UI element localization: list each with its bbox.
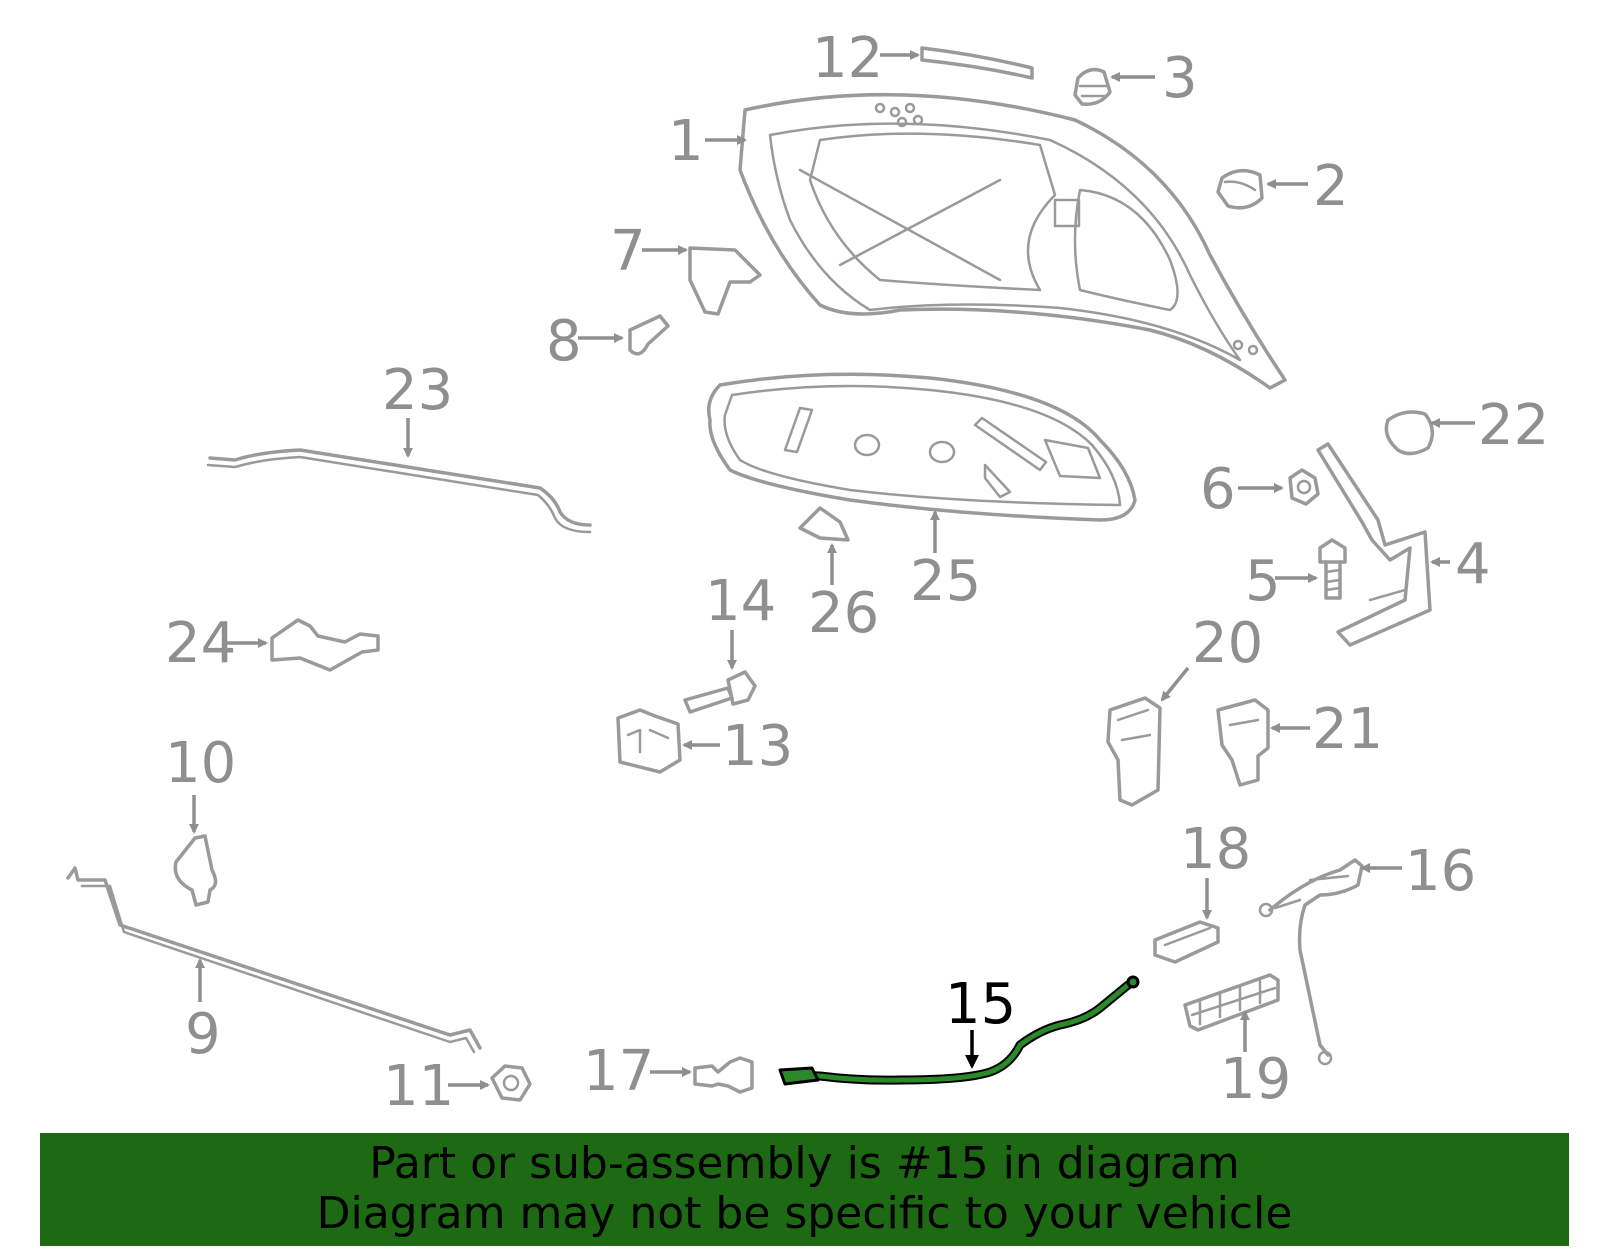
callout-label: 7 bbox=[610, 219, 646, 284]
callout-label: 6 bbox=[1200, 457, 1236, 522]
part-3-clip bbox=[1073, 67, 1112, 106]
part-9-prop-rod bbox=[66, 866, 482, 1054]
callout-label: 21 bbox=[1312, 697, 1383, 762]
part-15-release-cable bbox=[778, 975, 1140, 1086]
part-12-strip bbox=[920, 46, 1034, 80]
part-24-bracket bbox=[270, 618, 380, 672]
callout-label: 3 bbox=[1162, 46, 1198, 111]
callout-17: 17 bbox=[583, 1039, 692, 1104]
part-2-bumper bbox=[1216, 168, 1264, 210]
callout-label: 10 bbox=[165, 731, 236, 796]
callout-20: 20 bbox=[1160, 611, 1263, 702]
callout-1: 1 bbox=[668, 109, 747, 174]
callout-label: 19 bbox=[1220, 1047, 1291, 1112]
info-banner: Part or sub-assembly is #15 in diagram D… bbox=[40, 1133, 1569, 1246]
part-4-hinge bbox=[1316, 442, 1432, 647]
part-8-push-pin bbox=[628, 314, 670, 356]
callout-19: 19 bbox=[1220, 1010, 1291, 1112]
callout-6: 6 bbox=[1200, 457, 1284, 522]
part-20-guard bbox=[1106, 696, 1162, 807]
callout-13: 13 bbox=[682, 714, 793, 779]
callout-16: 16 bbox=[1360, 839, 1476, 904]
part-13-latch bbox=[616, 708, 682, 774]
part-18-clip bbox=[1153, 920, 1220, 964]
part-5-bolt bbox=[1318, 538, 1347, 600]
callout-label: 5 bbox=[1245, 549, 1281, 614]
callout-21: 21 bbox=[1270, 697, 1383, 762]
callout-label: 17 bbox=[583, 1039, 654, 1104]
part-7-bracket bbox=[688, 246, 762, 316]
callout-label: 2 bbox=[1313, 154, 1349, 219]
callout-label: 20 bbox=[1192, 611, 1263, 676]
part-10-clip bbox=[173, 834, 218, 907]
callout-label: 26 bbox=[808, 581, 879, 646]
part-22-grommet bbox=[1384, 410, 1435, 456]
callout-24: 24 bbox=[165, 611, 268, 676]
callout-3: 3 bbox=[1110, 46, 1198, 111]
callout-label: 13 bbox=[722, 714, 793, 779]
callout-18: 18 bbox=[1180, 817, 1251, 920]
part-17-cable-end bbox=[693, 1056, 754, 1094]
callout-label: 25 bbox=[910, 549, 981, 614]
callout-7: 7 bbox=[610, 219, 688, 284]
banner-line-2: Diagram may not be specific to your vehi… bbox=[316, 1188, 1293, 1239]
part-1-hood-panel bbox=[738, 92, 1287, 390]
callout-2: 2 bbox=[1266, 154, 1349, 219]
callout-22: 22 bbox=[1430, 393, 1549, 458]
part-21-guard bbox=[1216, 698, 1270, 787]
callout-11: 11 bbox=[383, 1054, 490, 1119]
callout-4: 4 bbox=[1430, 532, 1491, 597]
part-16-release-lever bbox=[1258, 858, 1364, 1066]
part-19-clip bbox=[1183, 973, 1280, 1032]
callout-12: 12 bbox=[812, 26, 920, 91]
callout-label: 16 bbox=[1405, 839, 1476, 904]
callout-5: 5 bbox=[1245, 549, 1318, 614]
callout-label: 12 bbox=[812, 26, 883, 91]
callout-label: 9 bbox=[185, 1002, 221, 1067]
banner-line-1: Part or sub-assembly is #15 in diagram bbox=[369, 1138, 1240, 1189]
callout-9: 9 bbox=[185, 958, 221, 1067]
part-26-seal bbox=[798, 506, 850, 542]
callout-label: 8 bbox=[546, 309, 582, 374]
part-6-nut bbox=[1288, 468, 1320, 506]
callout-label: 23 bbox=[382, 358, 453, 423]
callout-label: 14 bbox=[705, 569, 776, 634]
callout-label: 11 bbox=[383, 1054, 454, 1119]
callout-label: 22 bbox=[1478, 393, 1549, 458]
callout-26: 26 bbox=[808, 543, 879, 646]
callout-8: 8 bbox=[546, 309, 624, 374]
part-14-bolt bbox=[683, 670, 757, 714]
callout-10: 10 bbox=[165, 731, 236, 834]
part-25-insulator bbox=[707, 372, 1137, 522]
callout-15: 15 bbox=[945, 972, 1016, 1069]
part-11-nut bbox=[490, 1064, 532, 1102]
callout-25: 25 bbox=[910, 510, 981, 614]
callout-23: 23 bbox=[382, 358, 453, 458]
callout-label: 18 bbox=[1180, 817, 1251, 882]
callout-label: 4 bbox=[1455, 532, 1491, 597]
callout-label: 1 bbox=[668, 109, 704, 174]
callout-label-highlighted: 15 bbox=[945, 972, 1016, 1037]
callout-14: 14 bbox=[705, 569, 776, 670]
callout-label: 24 bbox=[165, 611, 236, 676]
part-23-support-rod bbox=[206, 448, 592, 534]
